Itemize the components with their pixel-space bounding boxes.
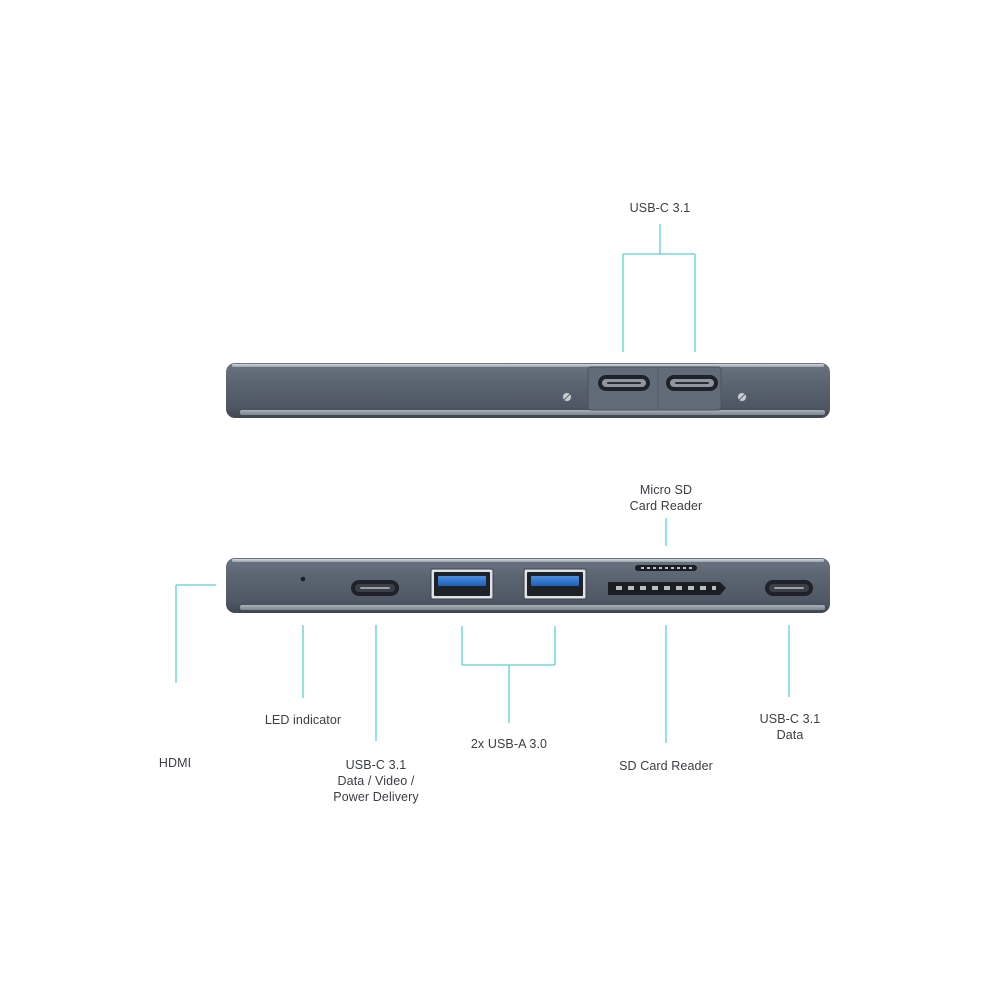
label-usbc-pd-line-2: Data / Video / <box>337 774 415 788</box>
sd-card-slot <box>608 582 726 595</box>
label-microsd: Micro SD Card Reader <box>596 482 736 514</box>
label-sd: SD Card Reader <box>596 758 736 774</box>
label-sd-text: SD Card Reader <box>619 759 713 773</box>
label-usbc-data-line-2: Data <box>776 728 804 742</box>
callout-usbc-top <box>622 224 696 352</box>
screw-icon <box>737 392 747 402</box>
device-top-body <box>226 363 830 418</box>
callout-usba <box>461 626 556 723</box>
label-usbc-data-line-1: USB-C 3.1 <box>759 712 821 726</box>
usbc-port-data <box>765 580 813 596</box>
label-led-text: LED indicator <box>264 713 342 727</box>
label-microsd-line-1: Micro SD <box>639 483 693 497</box>
usba-port-2 <box>523 568 587 600</box>
label-usbc-pd: USB-C 3.1 Data / Video / Power Delivery <box>306 757 446 805</box>
screw-icon <box>562 392 572 402</box>
label-led: LED indicator <box>243 712 363 728</box>
label-usbc-top-text: USB-C 3.1 <box>629 201 691 215</box>
device-top-view <box>226 363 830 418</box>
label-hdmi: HDMI <box>140 755 210 771</box>
device-top-base <box>240 410 825 415</box>
callout-hdmi <box>175 584 216 683</box>
label-hdmi-text: HDMI <box>158 756 192 770</box>
label-usbc-pd-line-1: USB-C 3.1 <box>345 758 407 772</box>
device-top-rim <box>232 364 824 367</box>
usbc-plug-2 <box>666 375 718 391</box>
device-front-base <box>240 605 825 610</box>
label-usbc-pd-line-3: Power Delivery <box>333 790 419 804</box>
device-front-rim <box>232 559 824 562</box>
usbc-port-pd <box>351 580 399 596</box>
usbc-plug-1 <box>598 375 650 391</box>
label-usba: 2x USB-A 3.0 <box>444 736 574 752</box>
label-usba-text: 2x USB-A 3.0 <box>470 737 548 751</box>
microsd-slot <box>635 565 697 571</box>
usba-port-1 <box>430 568 494 600</box>
label-usbc-data: USB-C 3.1 Data <box>730 711 850 743</box>
label-microsd-line-2: Card Reader <box>629 499 703 513</box>
led-indicator <box>300 576 306 582</box>
device-front-view <box>226 558 830 613</box>
label-usbc-top: USB-C 3.1 <box>600 200 720 216</box>
